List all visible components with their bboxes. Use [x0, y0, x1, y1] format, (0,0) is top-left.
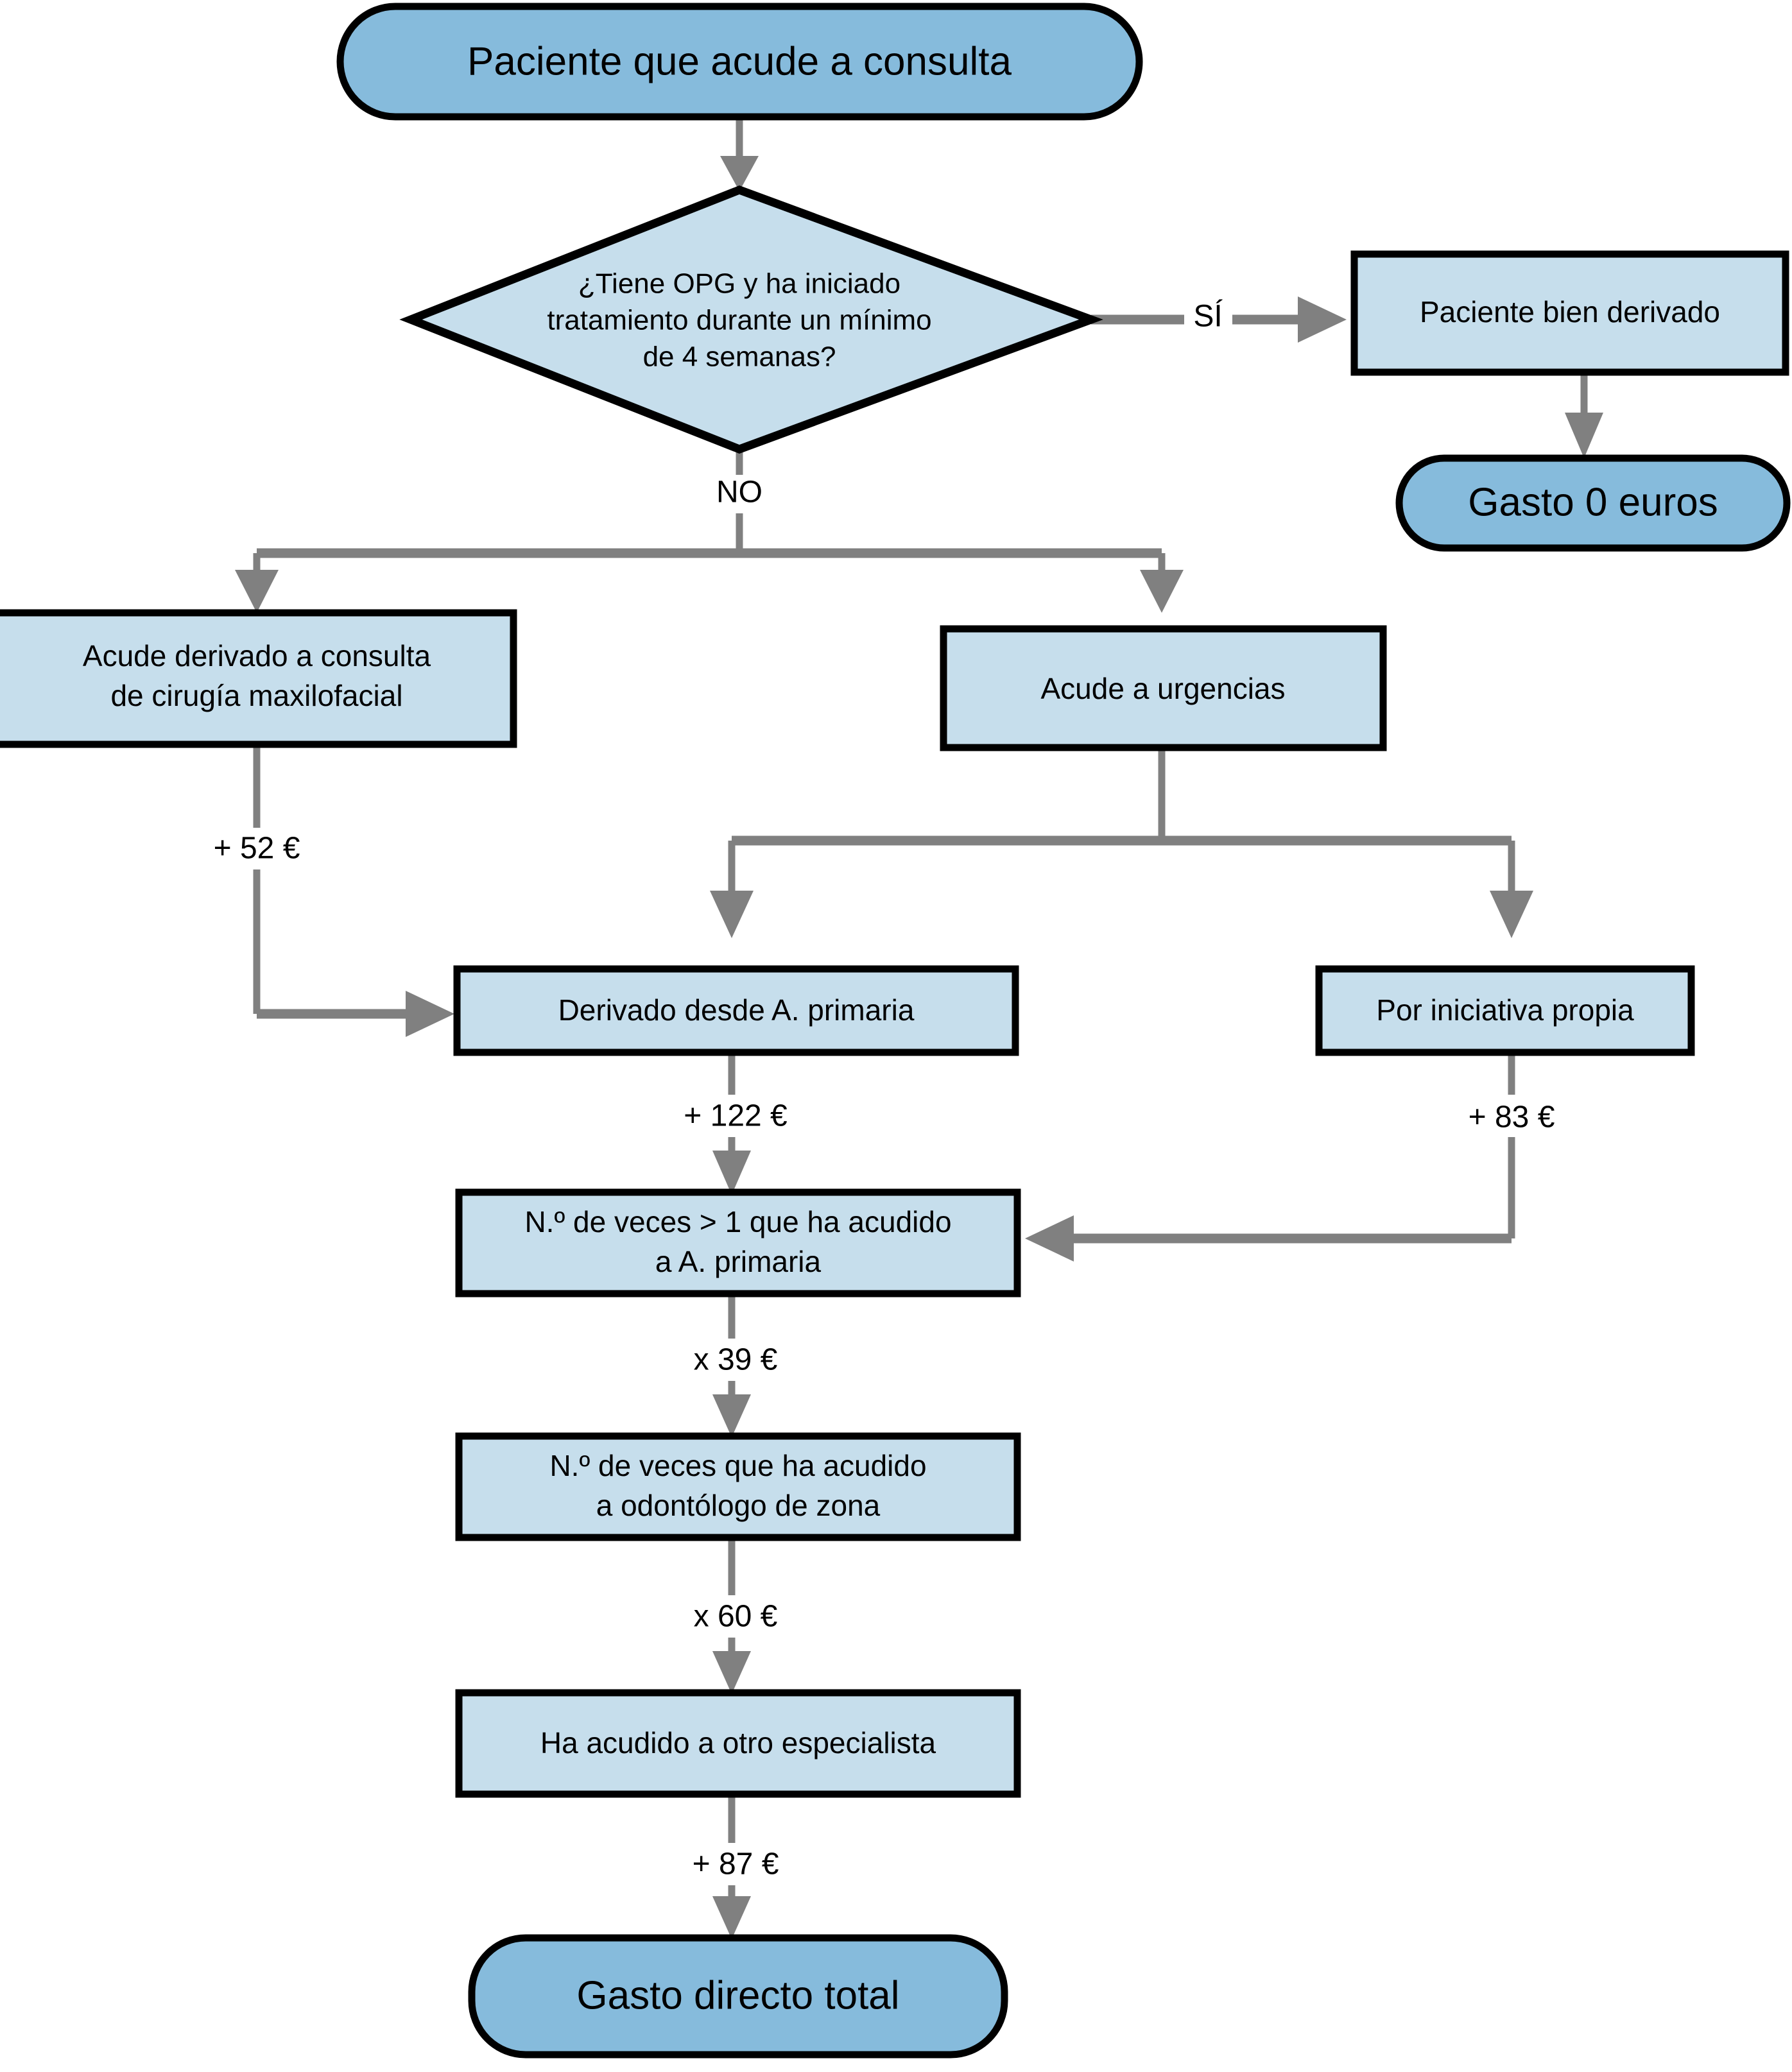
arrowhead-icon	[1490, 891, 1533, 938]
arrowhead-icon	[712, 1651, 751, 1694]
edge-label-cost-52: + 52 €	[214, 832, 300, 866]
node-decision-label-line2: tratamiento durante un mínimo	[547, 305, 931, 336]
node-paciente-bien-derivado[interactable]: Paciente bien derivado	[1350, 250, 1789, 376]
node-gasto-cero-label: Gasto 0 euros	[1468, 480, 1718, 524]
node-consulta-maxilofacial[interactable]: Acude derivado a consulta de cirugía max…	[0, 609, 517, 748]
node-consulta-maxilofacial-label-line1: Acude derivado a consulta	[83, 639, 431, 672]
node-derivado-desde-ap-label: Derivado desde A. primaria	[558, 993, 915, 1027]
node-decision-label-line1: ¿Tiene OPG y ha iniciado	[578, 268, 900, 300]
node-gasto-directo-total[interactable]: Gasto directo total	[468, 1934, 1008, 2059]
arrowhead-icon	[712, 1151, 751, 1195]
arrowhead-icon	[712, 1896, 751, 1939]
node-acude-urgencias[interactable]: Acude a urgencias	[940, 625, 1387, 751]
node-otro-especialista[interactable]: Ha acudido a otro especialista	[455, 1689, 1021, 1798]
node-gasto-cero[interactable]: Gasto 0 euros	[1395, 454, 1791, 552]
node-start[interactable]: Paciente que acude a consulta	[336, 3, 1143, 121]
node-start-label: Paciente que acude a consulta	[467, 39, 1012, 83]
node-veces-odontologo-label-line2: a odontólogo de zona	[596, 1489, 881, 1522]
arrowhead-icon	[1298, 296, 1347, 343]
edge-cmf-to-derivado-ap	[253, 744, 454, 1037]
node-otro-especialista-label: Ha acudido a otro especialista	[540, 1726, 936, 1759]
arrowhead-icon	[720, 156, 759, 191]
edge-urgencias-bus	[710, 748, 1533, 938]
edge-iniciativa-to-veces-ap	[1025, 1052, 1515, 1262]
edge-bien-derivado-to-gasto-cero	[1565, 372, 1603, 458]
node-veces-a-primaria[interactable]: N.º de veces > 1 que ha acudido a A. pri…	[455, 1188, 1021, 1297]
arrowhead-icon	[406, 991, 454, 1037]
edge-decision-to-bien-derivado	[1091, 296, 1347, 343]
edge-decision-no-bus	[235, 449, 1184, 613]
edge-label-no: NO	[716, 475, 762, 509]
edge-label-cost-83: + 83 €	[1469, 1100, 1555, 1134]
edge-start-to-decision	[720, 117, 759, 191]
node-iniciativa-propia-label: Por iniciativa propia	[1376, 993, 1634, 1027]
edge-label-si: SÍ	[1193, 300, 1223, 334]
node-decision-label-line3: de 4 semanas?	[643, 341, 836, 373]
node-gasto-directo-total-label: Gasto directo total	[576, 1973, 899, 2017]
node-veces-a-primaria-label-line1: N.º de veces > 1 que ha acudido	[524, 1205, 951, 1238]
node-decision[interactable]: ¿Tiene OPG y ha iniciado tratamiento dur…	[399, 185, 1103, 454]
arrowhead-icon	[712, 1394, 751, 1437]
node-derivado-desde-ap[interactable]: Derivado desde A. primaria	[453, 965, 1019, 1056]
node-veces-odontologo[interactable]: N.º de veces que ha acudido a odontólogo…	[455, 1432, 1021, 1541]
arrowhead-icon	[710, 891, 754, 938]
node-veces-odontologo-label-line1: N.º de veces que ha acudido	[549, 1449, 926, 1482]
edge-label-cost-39: x 39 €	[694, 1343, 778, 1377]
edge-label-cost-60: x 60 €	[694, 1600, 778, 1634]
arrowhead-icon	[235, 570, 279, 613]
node-acude-urgencias-label: Acude a urgencias	[1040, 672, 1285, 705]
edge-veces-odontologo-to-otro-especialista	[712, 1534, 751, 1694]
edge-veces-ap-to-veces-odontologo	[712, 1291, 751, 1437]
edge-label-cost-122: + 122 €	[684, 1099, 788, 1133]
edge-otro-especialista-to-gasto-total	[712, 1790, 751, 1939]
node-iniciativa-propia[interactable]: Por iniciativa propia	[1315, 965, 1695, 1056]
node-paciente-bien-derivado-label: Paciente bien derivado	[1420, 295, 1720, 329]
arrowhead-icon	[1140, 570, 1184, 613]
node-consulta-maxilofacial-label-line2: de cirugía maxilofacial	[110, 679, 402, 712]
edge-derivado-ap-to-veces-ap	[712, 1052, 751, 1195]
node-veces-a-primaria-label-line2: a A. primaria	[655, 1245, 822, 1278]
arrowhead-icon	[1025, 1215, 1074, 1262]
arrowhead-icon	[1565, 413, 1603, 458]
edge-label-cost-87: + 87 €	[693, 1847, 779, 1881]
